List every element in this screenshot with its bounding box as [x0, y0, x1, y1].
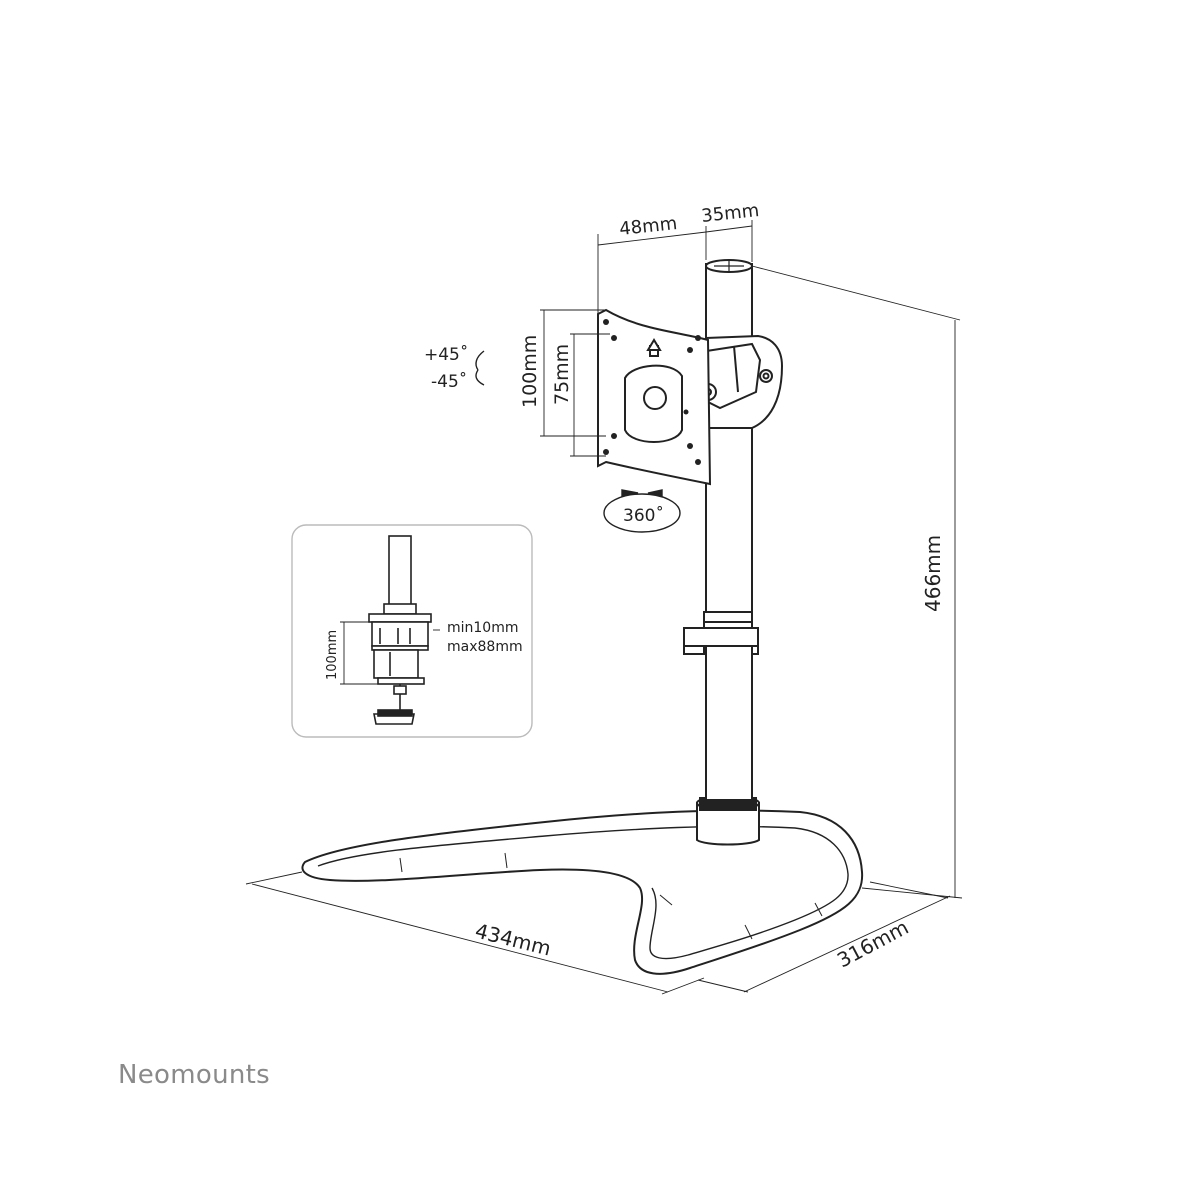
dim-466mm: 466mm	[921, 535, 945, 612]
dim-434mm: 434mm	[473, 919, 554, 961]
tilt-up-label: +45˚	[424, 344, 468, 365]
vesa-plate	[597, 308, 712, 486]
tilt-arrows-icon	[475, 350, 485, 386]
dim-316mm: 316mm	[833, 915, 912, 972]
dim-75mm: 75mm	[551, 344, 573, 405]
clamp-height-label: 100mm	[325, 630, 340, 680]
clamp-dimension-lines	[340, 621, 440, 685]
dim-35mm: 35mm	[700, 200, 760, 227]
clamp-drawing	[368, 535, 432, 725]
dimension-lines	[245, 220, 963, 995]
clamp-max-label: max88mm	[447, 639, 523, 655]
clamp-inset: 100mm min10mm max88mm	[291, 524, 533, 738]
swivel-label: 360˚	[623, 505, 664, 526]
dim-48mm: 48mm	[618, 213, 678, 240]
stand-base	[301, 809, 864, 975]
vesa-holes	[603, 319, 701, 465]
base-segment-marks	[399, 852, 823, 940]
dim-100mm: 100mm	[519, 335, 541, 408]
cable-clip	[683, 611, 759, 655]
brand-logo: Neomounts	[118, 1060, 270, 1090]
swivel-indicator-icon	[603, 489, 681, 533]
tilt-down-label: -45˚	[431, 371, 467, 392]
pole-base-collar	[696, 795, 760, 846]
tilt-mechanism	[699, 334, 784, 429]
clamp-min-label: min10mm	[447, 620, 519, 636]
pole-cap-icon	[714, 261, 744, 271]
